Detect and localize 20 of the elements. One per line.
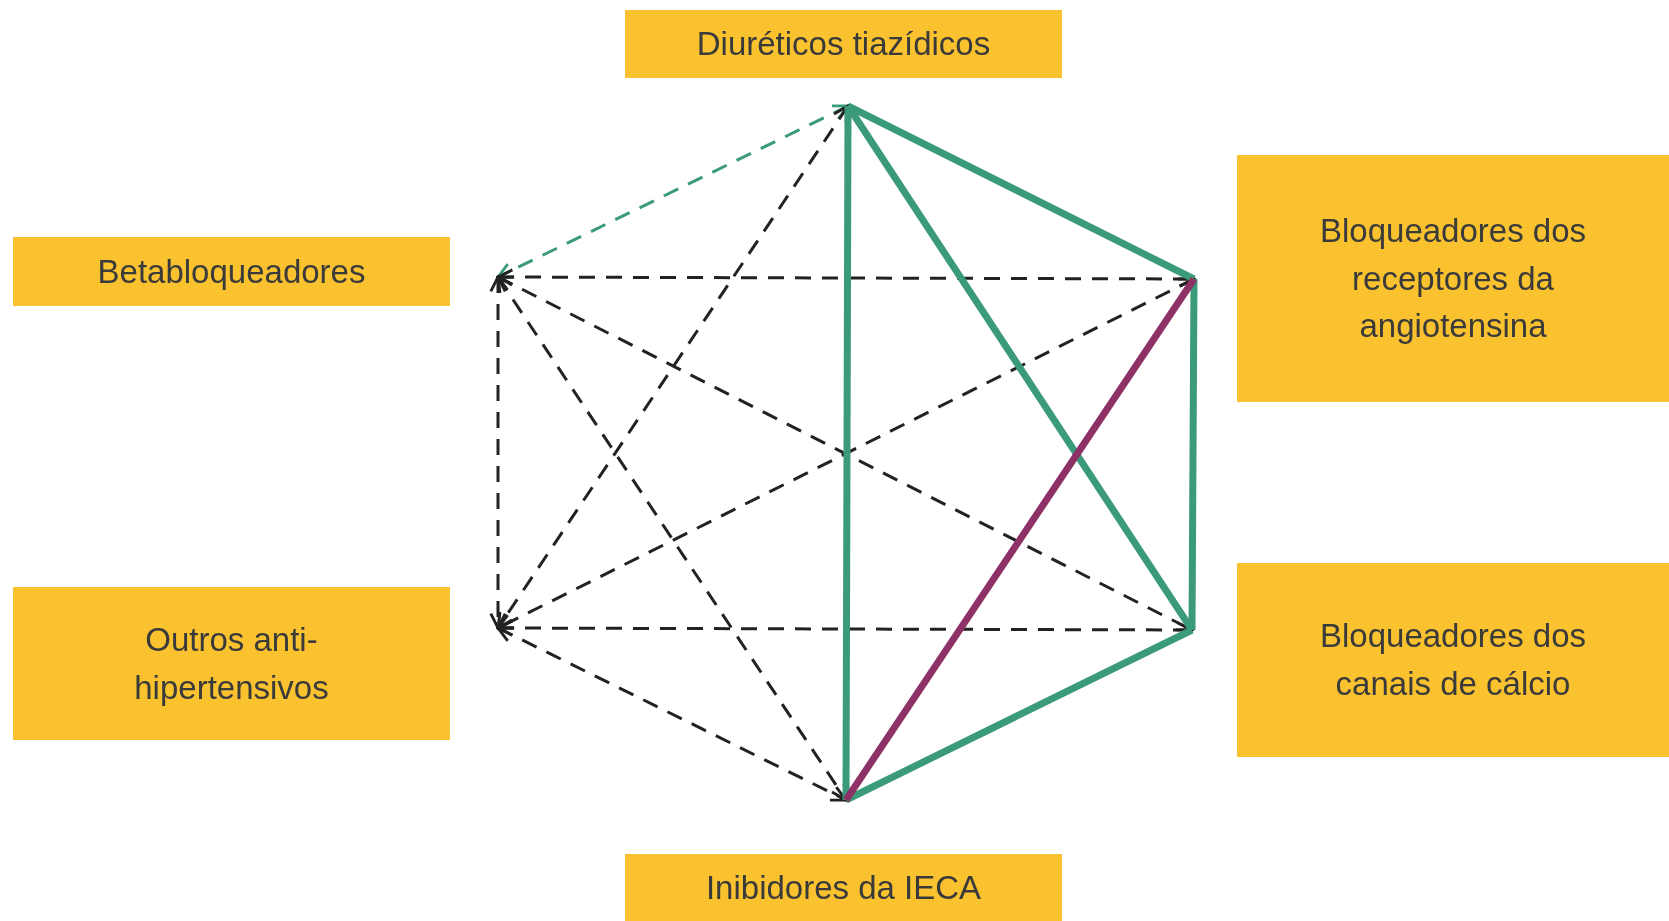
label-box [13,237,450,306]
dashed-arrow [496,275,848,802]
label-box [625,10,1062,78]
connector-line [846,102,1196,283]
connector-line [842,106,852,800]
connector-line [1188,279,1198,630]
connector-line [844,626,1194,804]
label-box [1237,155,1669,402]
drug-class-label: Diuréticos tiazídicos [696,24,991,65]
drug-class-label: Inibidores da IECA [705,867,982,908]
label-box [13,587,450,740]
drug-class-label: Betabloqueadores [97,251,366,292]
label-box [1237,563,1669,757]
connector-line [843,277,1197,802]
dashed-arrow [489,275,507,630]
drug-class-label: Bloqueadores dos receptores da angiotensina [1319,210,1587,347]
drug-class-label: Outros anti-hipertensivos [133,619,330,708]
dashed-arrow [496,626,848,802]
drug-class-label: Bloqueadores dos canais de cálcio [1319,616,1587,704]
label-box [625,854,1062,921]
